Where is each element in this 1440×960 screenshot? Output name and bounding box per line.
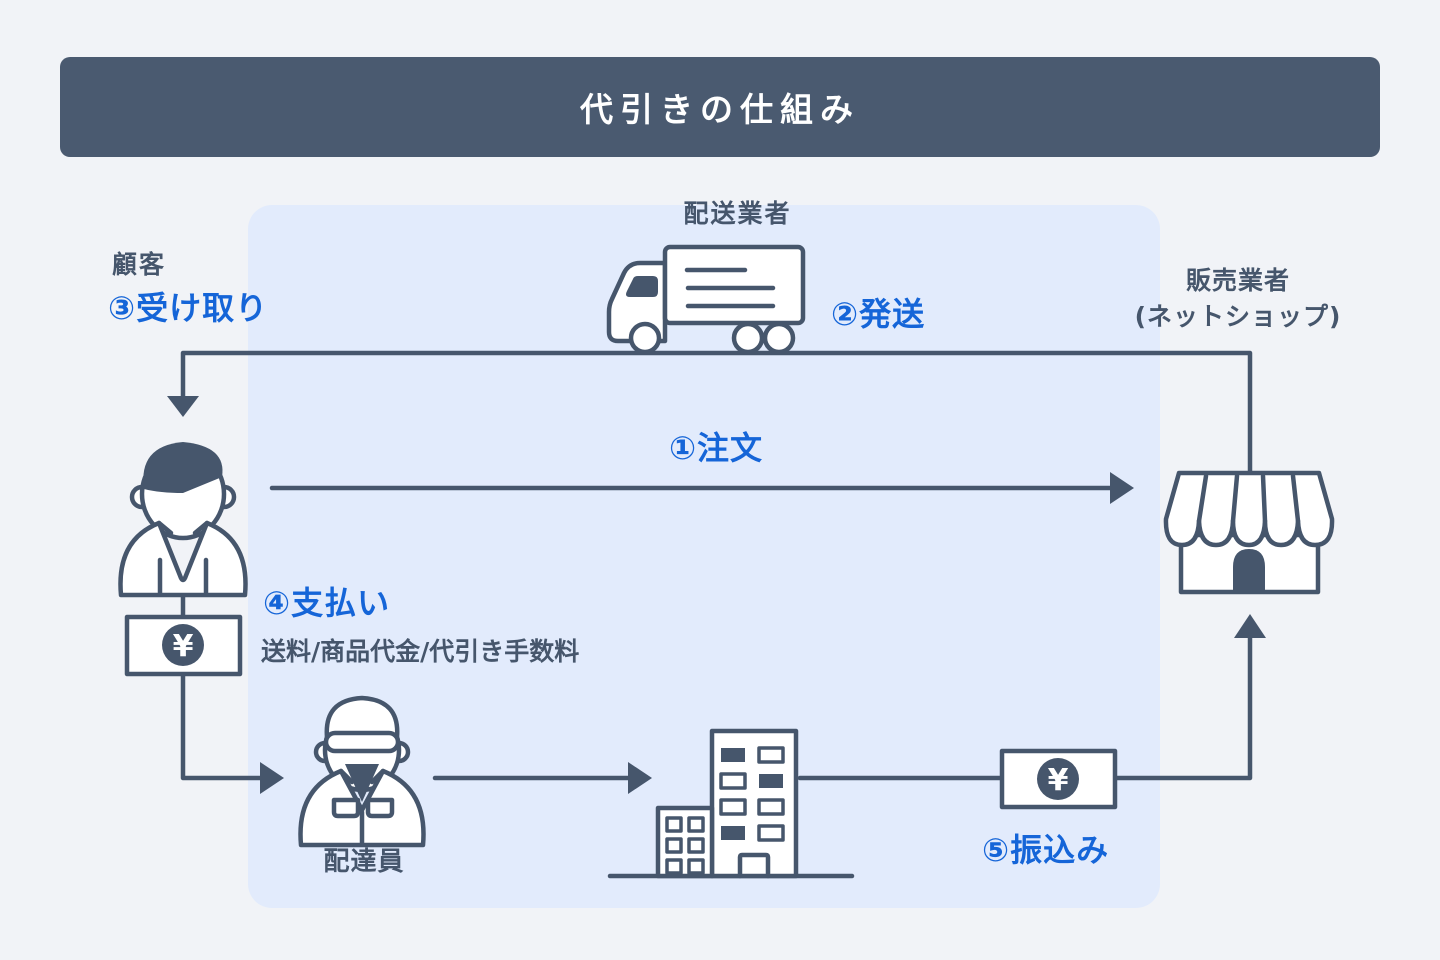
step-transfer: ⑤振込み — [982, 831, 1110, 869]
handoff-line — [432, 762, 652, 794]
step-receive: ③受け取り — [108, 289, 269, 327]
step-ship: ②発送 — [831, 295, 926, 333]
step-order: ①注文 — [668, 429, 764, 467]
label-carrier: 配送業者 — [683, 199, 792, 228]
step-pay: ④支払い — [263, 584, 391, 622]
arrowhead-down-to-customer — [167, 396, 199, 417]
label-pay-detail: 送料/商品代金/代引き手数料 — [261, 637, 580, 666]
arrowhead-right-to-building — [628, 762, 652, 794]
yen-symbol: ¥ — [1048, 763, 1069, 798]
receive-route-line — [167, 350, 1253, 476]
cash-icon-payment: ¥ — [124, 614, 243, 677]
truck-icon — [606, 244, 806, 355]
cash-icon-transfer: ¥ — [999, 748, 1118, 810]
transfer-route-line — [797, 614, 1266, 781]
building-icon — [607, 728, 855, 879]
arrowhead-right-to-seller — [1110, 472, 1134, 504]
order-arrow — [269, 472, 1134, 504]
store-icon — [1163, 470, 1335, 595]
yen-symbol: ¥ — [173, 629, 194, 664]
arrowhead-right-to-courier — [260, 762, 284, 794]
label-customer: 顧客 — [112, 250, 167, 279]
customer-icon — [118, 442, 248, 598]
label-courier: 配達員 — [323, 847, 405, 877]
label-seller-line2: (ネットショップ) — [1134, 302, 1342, 331]
courier-icon — [298, 695, 426, 848]
header-bar: 代引きの仕組み — [60, 57, 1380, 157]
label-seller: 販売業者 (ネットショップ) — [1118, 263, 1358, 335]
arrowhead-up-to-seller — [1234, 614, 1266, 638]
page-title: 代引きの仕組み — [580, 90, 860, 129]
label-seller-line1: 販売業者 — [1185, 266, 1290, 295]
